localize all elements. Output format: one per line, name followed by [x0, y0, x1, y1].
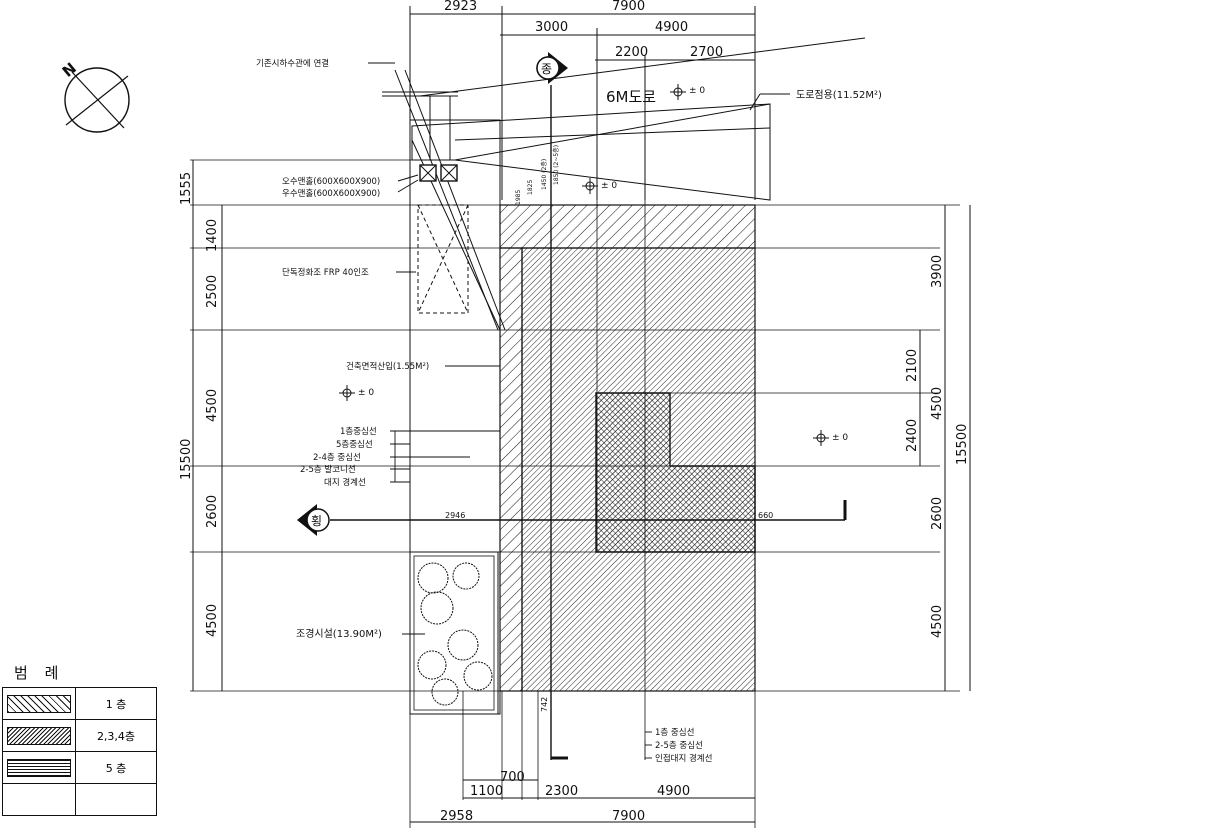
legend-swatch-floor1 [2, 687, 76, 720]
north-arrow: N [59, 59, 130, 133]
svg-text:± 0: ± 0 [601, 181, 617, 191]
dim-right-2400: 2400 [905, 419, 920, 452]
building-area-label: 건축면적산입(1.55M²) [346, 361, 429, 372]
sewer-connection-line [419, 37, 866, 97]
level-mark-2: ± 0 [582, 178, 617, 194]
dim-left-4500: 4500 [205, 389, 220, 422]
legend-row: 5 층 [2, 751, 157, 784]
site-boundary-strip [409, 119, 501, 715]
landscape-area [409, 551, 499, 715]
bottom-leader [644, 731, 652, 760]
dim-top-2700: 2700 [690, 45, 723, 60]
label-bottom-1f: 1층 중심선 [655, 727, 694, 738]
vert-note-1: 1985 [515, 190, 522, 205]
top-dimensions [409, 6, 756, 200]
offset-2946: 2946 [445, 511, 465, 520]
dim-left-2600: 2600 [205, 495, 220, 528]
label-1f-center: 1층중심선 [340, 426, 377, 437]
level-mark-road: ± 0 [670, 84, 705, 100]
svg-text:± 0: ± 0 [689, 86, 705, 96]
dim-right-2600: 2600 [930, 497, 945, 530]
legend-label [75, 783, 157, 816]
section-marker-transverse: 횡 [297, 500, 847, 536]
legend-label: 5 층 [75, 751, 157, 784]
dim-top-7900: 7900 [612, 0, 645, 14]
legend-label: 2,3,4층 [75, 719, 157, 752]
dim-bottom-2958: 2958 [440, 809, 473, 824]
svg-text:± 0: ± 0 [358, 388, 374, 398]
dim-top-4900: 4900 [655, 20, 688, 35]
label-balcony: 2-5층 발코니선 [300, 464, 356, 475]
section-label-jong: 종 [541, 62, 552, 76]
dim-bottom-1100: 1100 [470, 784, 503, 799]
septic-label: 단독정화조 FRP 40인조 [282, 267, 369, 278]
dim-right-2100: 2100 [905, 349, 920, 382]
bottom-dimensions [410, 779, 755, 823]
dim-bottom-700: 700 [500, 770, 525, 785]
svg-text:횡: 횡 [311, 514, 322, 528]
dim-left-4500b: 4500 [205, 604, 220, 637]
line-leader [390, 430, 500, 483]
legend-swatch-floor5 [2, 751, 76, 784]
legend-row [2, 783, 157, 816]
legend-row: 2,3,4층 [2, 719, 157, 752]
label-5f-center: 5층중심선 [336, 439, 373, 450]
dim-left-2500: 2500 [205, 275, 220, 308]
dim-right-4500b: 4500 [930, 605, 945, 638]
road-occupation-label: 도로점용(11.52M²) [796, 89, 882, 101]
dim-right-4500: 4500 [930, 387, 945, 420]
sewer-pipes [368, 62, 506, 331]
legend-row: 1 층 [2, 687, 157, 720]
label-bottom-adjacent: 인접대지 경계선 [655, 753, 712, 764]
rain-manhole-label: 오수맨홀(600X600X900) [282, 176, 380, 187]
legend-table: 1 층 2,3,4층 5 층 [2, 687, 157, 816]
vert-note-4: 1850 (2~5층) [552, 145, 560, 185]
offset-742: 742 [540, 697, 549, 712]
dim-bottom-2300: 2300 [545, 784, 578, 799]
legend-label: 1 층 [75, 687, 157, 720]
legend-swatch-empty [2, 783, 76, 816]
level-mark-4: ± 0 [813, 430, 848, 446]
vert-note-2: 1825 [527, 180, 534, 195]
vert-note-3: 1450 (2층) [540, 159, 548, 190]
dim-top-2923: 2923 [444, 0, 477, 14]
label-2-4f-center: 2-4층 중심선 [313, 452, 361, 463]
dim-top-3000: 3000 [535, 20, 568, 35]
dim-right-15500: 15500 [955, 424, 970, 465]
label-bottom-2-5f: 2-5층 중심선 [655, 740, 703, 751]
offset-660: 660 [758, 511, 773, 520]
legend-title: 범 례 [14, 664, 65, 682]
dim-right-3900: 3900 [930, 255, 945, 288]
dim-left-1555: 1555 [179, 172, 194, 205]
legend-swatch-floors-2-4 [2, 719, 76, 752]
grid-lines [190, 159, 960, 828]
level-mark-3: ± 0 [339, 385, 374, 401]
label-site-boundary: 대지 경계선 [324, 477, 366, 488]
dim-bottom-4900: 4900 [657, 784, 690, 799]
dim-left-15500: 15500 [179, 439, 194, 480]
floor1-area-top [499, 204, 756, 249]
manholes [419, 164, 458, 182]
road-label: 6M도로 [606, 88, 656, 106]
dim-top-2200: 2200 [615, 45, 648, 60]
sewage-manhole-label: 우수맨홀(600X600X900) [282, 188, 380, 199]
svg-text:± 0: ± 0 [832, 433, 848, 443]
floor1-area-left [499, 247, 523, 692]
dim-bottom-7900: 7900 [612, 809, 645, 824]
dim-left-1400: 1400 [205, 219, 220, 252]
left-dimensions [192, 160, 223, 691]
right-dimensions [919, 205, 971, 691]
landscape-label: 조경시설(13.90M²) [296, 627, 382, 640]
sewer-connection-label: 기존시하수관에 연결 [256, 58, 329, 69]
